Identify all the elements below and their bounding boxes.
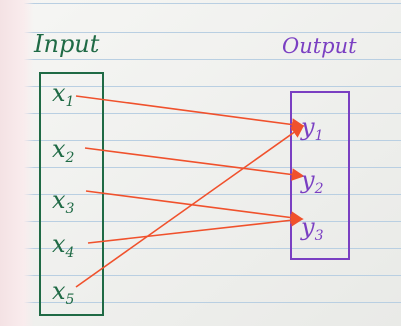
output-heading: Output bbox=[282, 34, 357, 58]
input-label-x2: x2 bbox=[52, 135, 75, 166]
arrow-x4-to-y3 bbox=[87, 213, 304, 244]
mapping-arrows bbox=[75, 95, 305, 288]
output-label-y3: y3 bbox=[300, 213, 324, 244]
arrow-x5-to-y1 bbox=[75, 125, 305, 288]
input-label-x4: x4 bbox=[52, 230, 74, 261]
output-labels: y1 y2 y3 bbox=[300, 113, 324, 244]
output-label-y1: y1 bbox=[300, 113, 323, 144]
output-box bbox=[290, 91, 350, 260]
arrow-x2-to-y2 bbox=[84, 147, 305, 181]
input-labels: x1 x2 x3 x4 x5 bbox=[52, 79, 75, 308]
input-heading: Input bbox=[33, 30, 100, 58]
input-label-x5: x5 bbox=[52, 277, 75, 308]
input-label-x3: x3 bbox=[52, 186, 75, 217]
arrow-x3-to-y3 bbox=[85, 190, 304, 224]
arrow-x1-to-y1 bbox=[75, 95, 305, 131]
input-label-x1: x1 bbox=[52, 79, 74, 110]
paper-margin bbox=[0, 0, 34, 326]
output-label-y2: y2 bbox=[300, 166, 324, 197]
